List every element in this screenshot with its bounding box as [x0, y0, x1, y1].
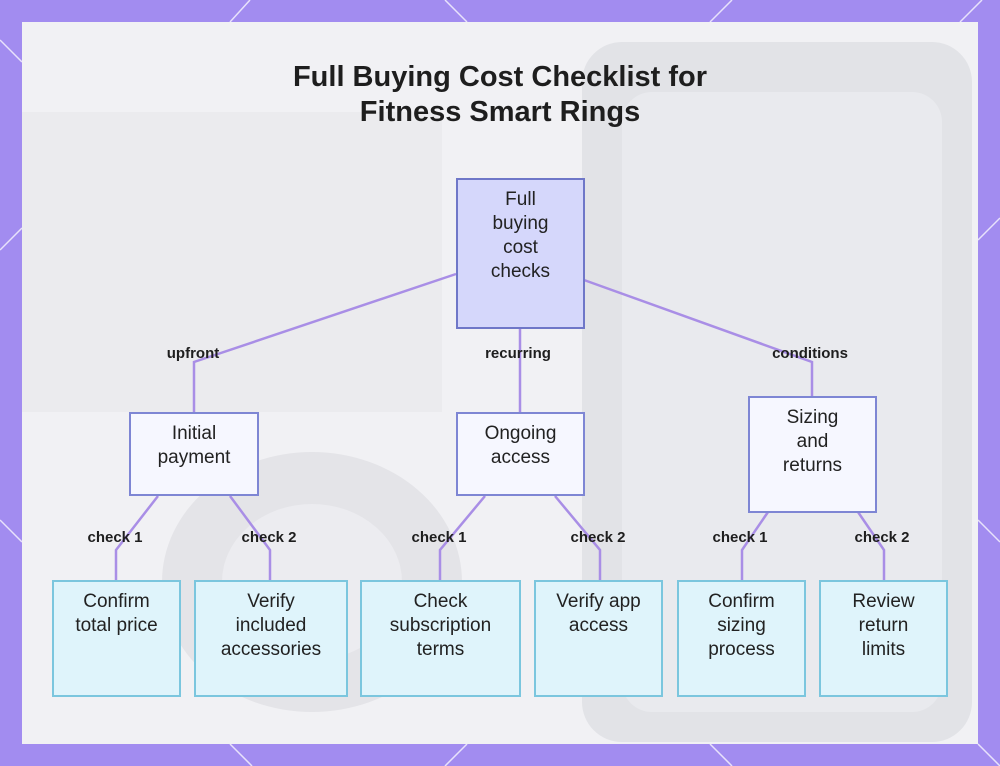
connector-upfront-check2	[228, 495, 272, 580]
leaf-verify-included-accessories-label: Verify included accessories	[220, 591, 322, 660]
background-photo	[22, 42, 972, 742]
root-node-label: Full buying cost checks	[490, 189, 551, 282]
leaf-verify-app-access: Verify app access	[534, 580, 663, 697]
node-initial-payment-label: Initial payment	[157, 423, 231, 468]
node-sizing-returns-label: Sizing and returns	[782, 407, 843, 476]
node-sizing-returns: Sizing and returns	[748, 396, 877, 513]
connector-recurring-check2	[554, 495, 602, 580]
edge-label-conditions-check2: check 2	[854, 529, 910, 546]
leaf-confirm-total-price-label: Confirm total price	[75, 591, 158, 636]
node-ongoing-access: Ongoing access	[456, 412, 585, 496]
edge-label-upfront-check1: check 1	[87, 529, 143, 546]
connector-conditions-check1	[740, 511, 770, 580]
leaf-review-return-limits-label: Review return limits	[852, 591, 915, 660]
leaf-verify-app-access-label: Verify app access	[556, 591, 641, 636]
title-line-2: Fitness Smart Rings	[359, 96, 641, 128]
connector-conditions-check2	[856, 511, 886, 580]
title-line-1: Full Buying Cost Checklist for	[292, 61, 708, 93]
connector-recurring-check1	[438, 495, 486, 580]
diagram-title: Full Buying Cost Checklist for Fitness S…	[0, 60, 1000, 130]
leaf-confirm-total-price: Confirm total price	[52, 580, 181, 697]
leaf-check-subscription-terms-label: Check subscription terms	[389, 591, 492, 660]
leaf-check-subscription-terms: Check subscription terms	[360, 580, 521, 697]
edge-label-upfront: upfront	[166, 345, 220, 362]
leaf-verify-included-accessories: Verify included accessories	[194, 580, 348, 697]
edge-label-upfront-check2: check 2	[241, 529, 297, 546]
leaf-confirm-sizing-process: Confirm sizing process	[677, 580, 806, 697]
connector-root-conditions	[583, 278, 814, 396]
node-initial-payment: Initial payment	[129, 412, 259, 496]
leaf-review-return-limits: Review return limits	[819, 580, 948, 697]
edge-label-recurring-check1: check 1	[411, 529, 467, 546]
connector-upfront-check1	[114, 495, 159, 580]
edge-label-conditions: conditions	[772, 345, 848, 362]
connector-root-upfront	[192, 272, 457, 412]
leaf-confirm-sizing-process-label: Confirm sizing process	[708, 591, 775, 660]
edge-label-conditions-check1: check 1	[712, 529, 768, 546]
edge-label-recurring: recurring	[485, 345, 551, 362]
root-node: Full buying cost checks	[456, 178, 585, 329]
edge-label-recurring-check2: check 2	[570, 529, 626, 546]
node-ongoing-access-label: Ongoing access	[484, 423, 557, 468]
